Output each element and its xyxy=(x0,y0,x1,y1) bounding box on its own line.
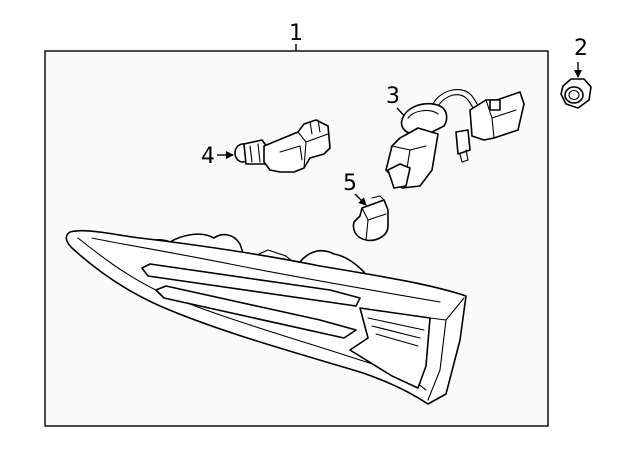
callout-5: 5 xyxy=(343,171,367,206)
callout-label-1: 1 xyxy=(289,21,303,46)
nut-part xyxy=(560,78,592,109)
callout-4: 4 xyxy=(201,144,234,169)
callout-label-3: 3 xyxy=(386,84,400,109)
callout-label-4: 4 xyxy=(201,144,215,169)
callout-5-arrow xyxy=(354,193,367,206)
callout-label-2: 2 xyxy=(574,36,588,61)
callout-1: 1 xyxy=(289,21,303,51)
bulb-part xyxy=(352,195,389,242)
callout-label-5: 5 xyxy=(343,171,357,196)
callout-2: 2 xyxy=(574,36,588,78)
small-socket-part xyxy=(234,119,331,173)
lamp-housing-part xyxy=(65,229,467,405)
socket-harness-part xyxy=(385,89,525,189)
